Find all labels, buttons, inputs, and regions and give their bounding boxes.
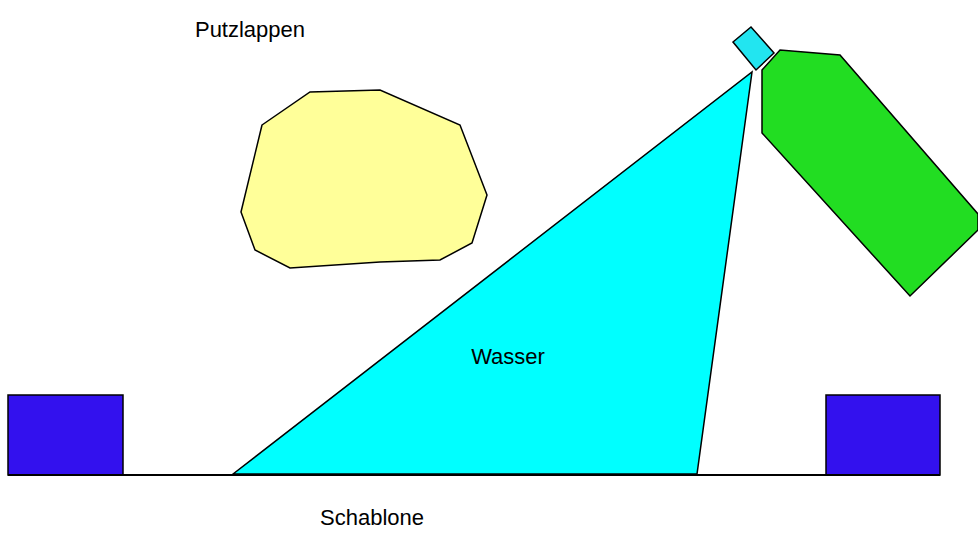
cloth-blob-outline bbox=[168, 8, 492, 274]
label-slot: Schablone bbox=[320, 505, 424, 530]
node-text: Putzlappen bbox=[195, 17, 305, 42]
stencil-block bbox=[8, 395, 123, 475]
cloth-blob: Putzlappen bbox=[168, 8, 492, 274]
text-slot: Wasser bbox=[471, 344, 545, 369]
stencil-block bbox=[826, 395, 940, 475]
spray-nozzle bbox=[733, 27, 774, 70]
water-spray: Wasser bbox=[228, 66, 758, 480]
water-spray-shape bbox=[233, 72, 752, 474]
spray-bottle bbox=[762, 50, 978, 296]
text-slot: Putzlappen bbox=[195, 17, 305, 42]
cloth-blob-shape bbox=[241, 90, 487, 268]
water-spray-outline bbox=[228, 66, 758, 480]
node-text: Wasser bbox=[471, 344, 545, 369]
part-label: Schablone bbox=[320, 505, 424, 530]
